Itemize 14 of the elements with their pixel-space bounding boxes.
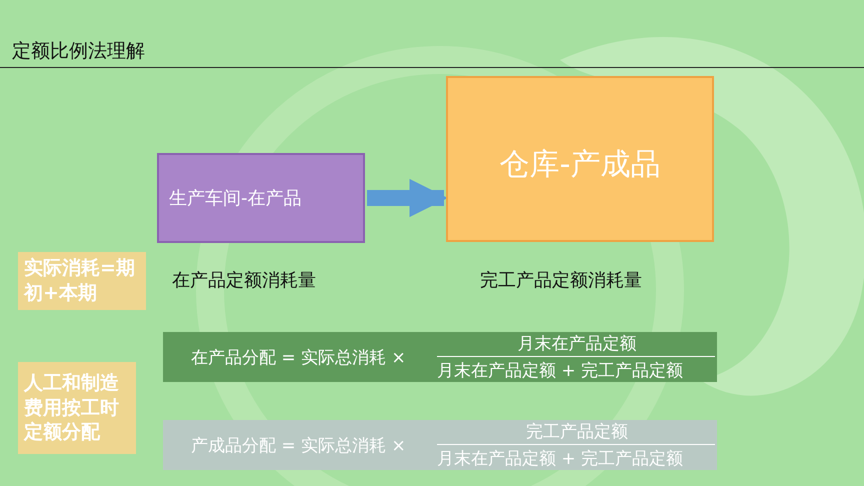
arrow bbox=[367, 178, 448, 218]
denominator: 月末在产品定额 + 完工产品定额 bbox=[437, 360, 684, 382]
numerator: 完工产品定额 bbox=[525, 421, 629, 443]
process-box: 仓库-产成品 bbox=[446, 76, 714, 242]
process-box: 生产车间-在产品 bbox=[157, 153, 365, 243]
note-box: 人工和制造费用按工时定额分配 bbox=[18, 362, 136, 454]
formula-text: 在产品分配 = 实际总消耗 × bbox=[191, 347, 406, 369]
page-title: 定额比例法理解 bbox=[12, 39, 145, 64]
caption-text: 完工产品定额消耗量 bbox=[480, 269, 642, 292]
formula-text: 产成品分配 = 实际总消耗 × bbox=[191, 435, 406, 457]
denominator: 月末在产品定额 + 完工产品定额 bbox=[437, 448, 684, 470]
note-box: 实际消耗=期初+本期 bbox=[18, 252, 146, 310]
caption-text: 在产品定额消耗量 bbox=[172, 269, 316, 292]
numerator: 月末在产品定额 bbox=[516, 333, 638, 355]
